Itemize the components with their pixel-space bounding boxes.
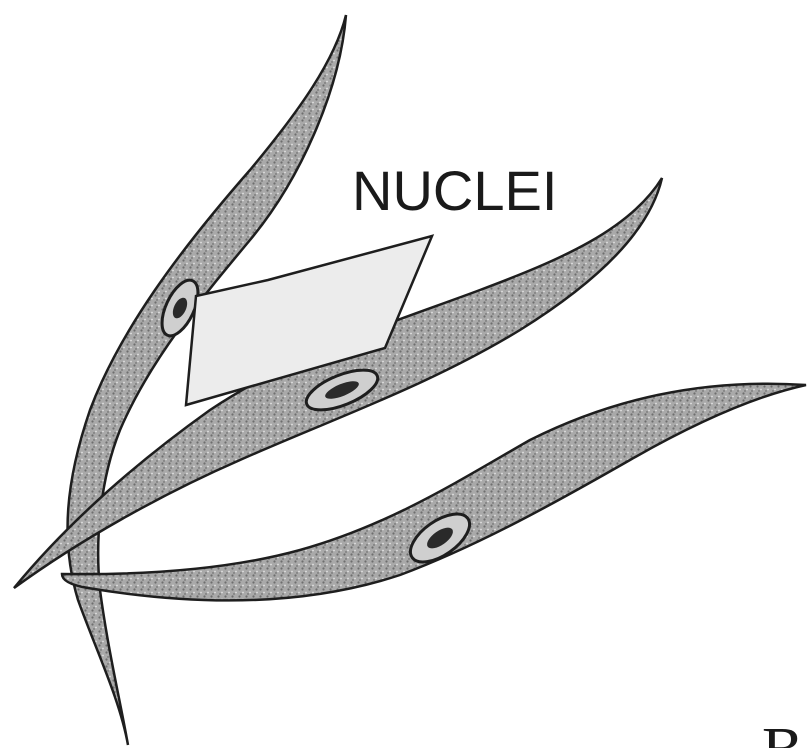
nuclei-label: NUCLEI xyxy=(352,159,557,222)
panel-letter: B xyxy=(762,716,803,748)
